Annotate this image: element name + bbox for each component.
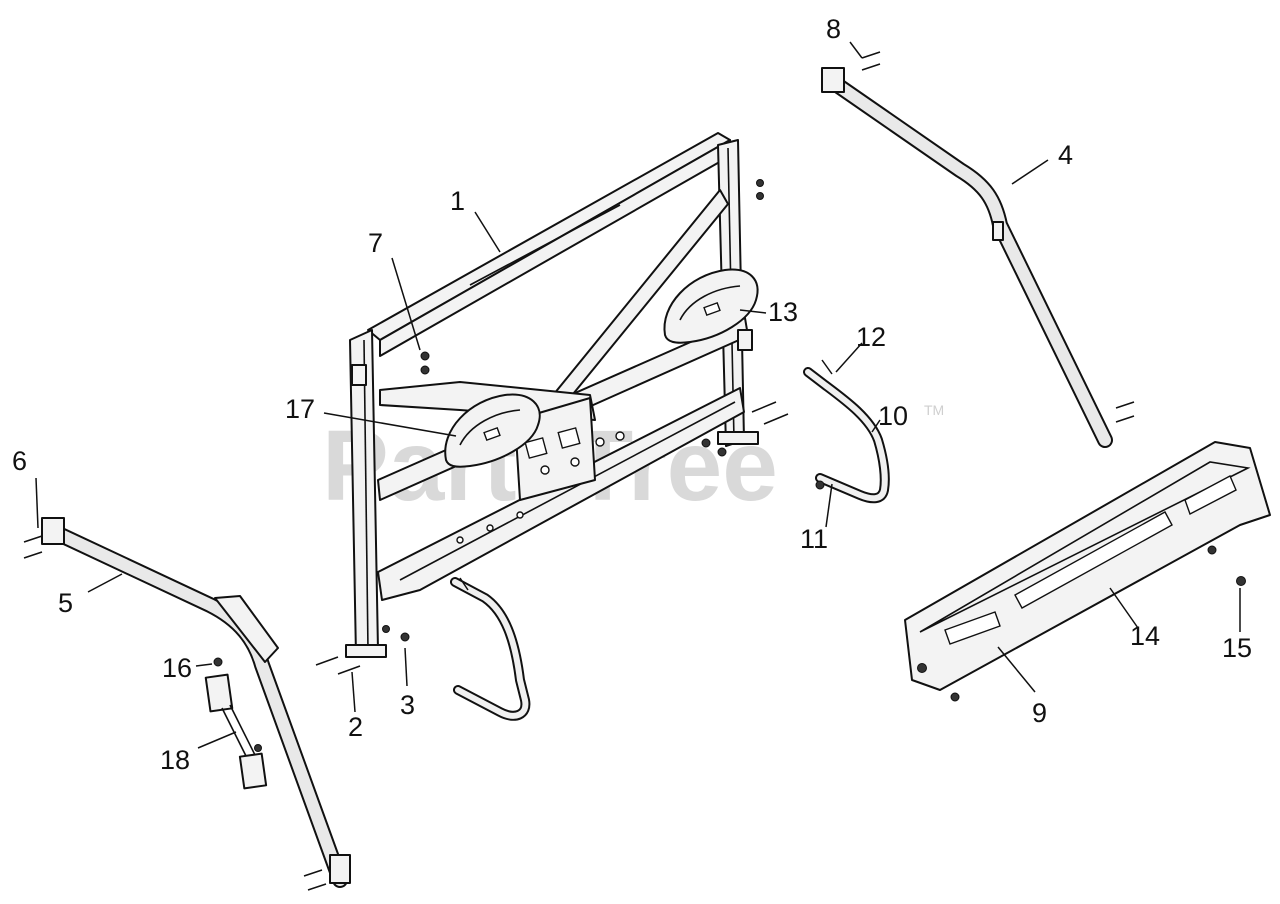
callout-13[interactable]: 13: [768, 297, 798, 327]
rear-panel-part[interactable]: [904, 441, 1271, 691]
callout-labels: 1 2 3 4 5 6 7 8 9 10 11 12 13 14 15 16 1…: [12, 14, 1252, 775]
nut-icon: [382, 625, 390, 633]
bolt-icon: [23, 551, 43, 559]
nut-icon: [701, 438, 711, 448]
callout-16[interactable]: 16: [162, 653, 192, 683]
bolt-icon: [751, 401, 777, 413]
callout-1[interactable]: 1: [450, 186, 465, 216]
callout-5[interactable]: 5: [58, 588, 73, 618]
nut-icon: [420, 351, 430, 361]
callout-18[interactable]: 18: [160, 745, 190, 775]
bolt-icon: [821, 359, 833, 375]
bolt-icon: [23, 535, 43, 543]
nut-icon: [213, 657, 223, 667]
callout-4[interactable]: 4: [1058, 140, 1073, 170]
grab-handle-part-right[interactable]: [803, 367, 890, 504]
watermark-trademark: TM: [924, 402, 944, 418]
bolt-icon: [861, 63, 881, 71]
callout-10[interactable]: 10: [878, 401, 908, 431]
bolt-icon: [1115, 415, 1135, 423]
nut-icon: [950, 692, 960, 702]
bolt-icon: [763, 413, 789, 425]
callout-12[interactable]: 12: [856, 322, 886, 352]
headrest-part-right[interactable]: [663, 268, 759, 344]
nut-icon: [756, 192, 764, 200]
callout-14[interactable]: 14: [1130, 621, 1160, 651]
nut-icon: [717, 447, 727, 457]
callout-7[interactable]: 7: [368, 228, 383, 258]
grab-handle-part-center[interactable]: [450, 577, 531, 721]
leader-lines: [35, 41, 1241, 749]
support-strut-part[interactable]: [204, 673, 268, 790]
bolt-icon: [303, 869, 323, 877]
roll-bar-left-part[interactable]: [41, 517, 351, 888]
hardware-group: [23, 51, 1246, 891]
nut-icon: [756, 179, 764, 187]
bolt-icon: [1115, 401, 1135, 409]
callout-3[interactable]: 3: [400, 690, 415, 720]
roll-bar-right-part[interactable]: [821, 67, 1113, 448]
headrest-part-left[interactable]: [444, 393, 541, 468]
callout-2[interactable]: 2: [348, 712, 363, 742]
nut-icon: [917, 663, 927, 673]
bolt-icon: [459, 577, 469, 591]
bolt-icon: [315, 656, 339, 666]
callout-6[interactable]: 6: [12, 446, 27, 476]
nut-icon: [254, 744, 262, 752]
nut-icon: [1207, 545, 1217, 555]
callout-15[interactable]: 15: [1222, 633, 1252, 663]
callout-9[interactable]: 9: [1032, 698, 1047, 728]
bolt-icon: [307, 883, 327, 891]
callout-8[interactable]: 8: [826, 14, 841, 44]
bolt-icon: [861, 51, 881, 59]
callout-11[interactable]: 11: [800, 524, 828, 554]
bolt-icon: [337, 665, 361, 675]
nut-icon: [400, 632, 410, 642]
nut-icon: [815, 480, 825, 490]
nut-icon: [1236, 576, 1246, 586]
rear-frame-part[interactable]: [345, 132, 759, 658]
callout-17[interactable]: 17: [285, 394, 315, 424]
nut-icon: [420, 365, 430, 375]
